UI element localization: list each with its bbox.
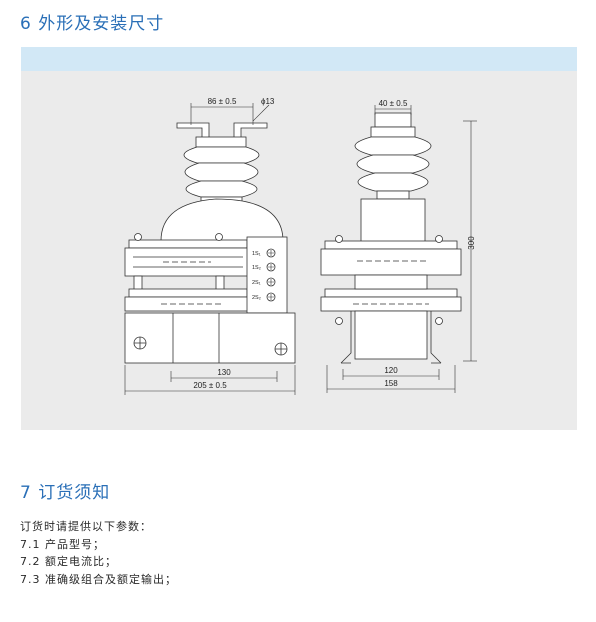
terminal-label: 1S₂ [252, 265, 261, 271]
drawing-svg: 86 ± 0.5 ϕ13 130 205 ± 0.5 40 ± 0.5 300 … [124, 97, 477, 395]
section-title: 外形及安装尺寸 [38, 14, 165, 34]
order-item: 7.2 额定电流比； [20, 555, 117, 568]
section-heading-ordering: 7 订货须知 [20, 478, 110, 503]
section-heading-dimensions: 6 外形及安装尺寸 [20, 9, 164, 34]
dim-side-top: 40 ± 0.5 [379, 99, 408, 108]
order-item: 7.1 产品型号； [20, 537, 105, 551]
side-view [320, 112, 462, 364]
terminal-label: 2S₂ [252, 295, 261, 301]
dimension-drawing: 86 ± 0.5 ϕ13 130 205 ± 0.5 40 ± 0.5 300 … [21, 71, 577, 430]
dim-side-height: 300 [467, 236, 476, 250]
dim-front-base: 205 ± 0.5 [193, 381, 227, 390]
order-intro: 订货时请提供以下参数： [20, 520, 152, 533]
header-band [21, 47, 577, 71]
dim-hole: ϕ13 [261, 97, 275, 106]
order-info: 订货时请提供以下参数： 7.1 产品型号； 7.2 额定电流比； 7.3 准确级… [20, 518, 177, 588]
front-view [124, 122, 296, 364]
terminal-label: 1S₁ [252, 251, 261, 257]
section-number: 6 [20, 14, 32, 34]
terminal-label: 2S₁ [252, 280, 261, 286]
dim-front-inner: 130 [217, 368, 231, 377]
dim-front-top: 86 ± 0.5 [208, 97, 237, 106]
section-number: 7 [20, 483, 32, 503]
dim-side-base: 158 [384, 379, 398, 388]
section-title: 订货须知 [38, 483, 111, 503]
order-item: 7.3 准确级组合及额定输出； [20, 572, 177, 586]
dim-side-inner: 120 [384, 366, 398, 375]
